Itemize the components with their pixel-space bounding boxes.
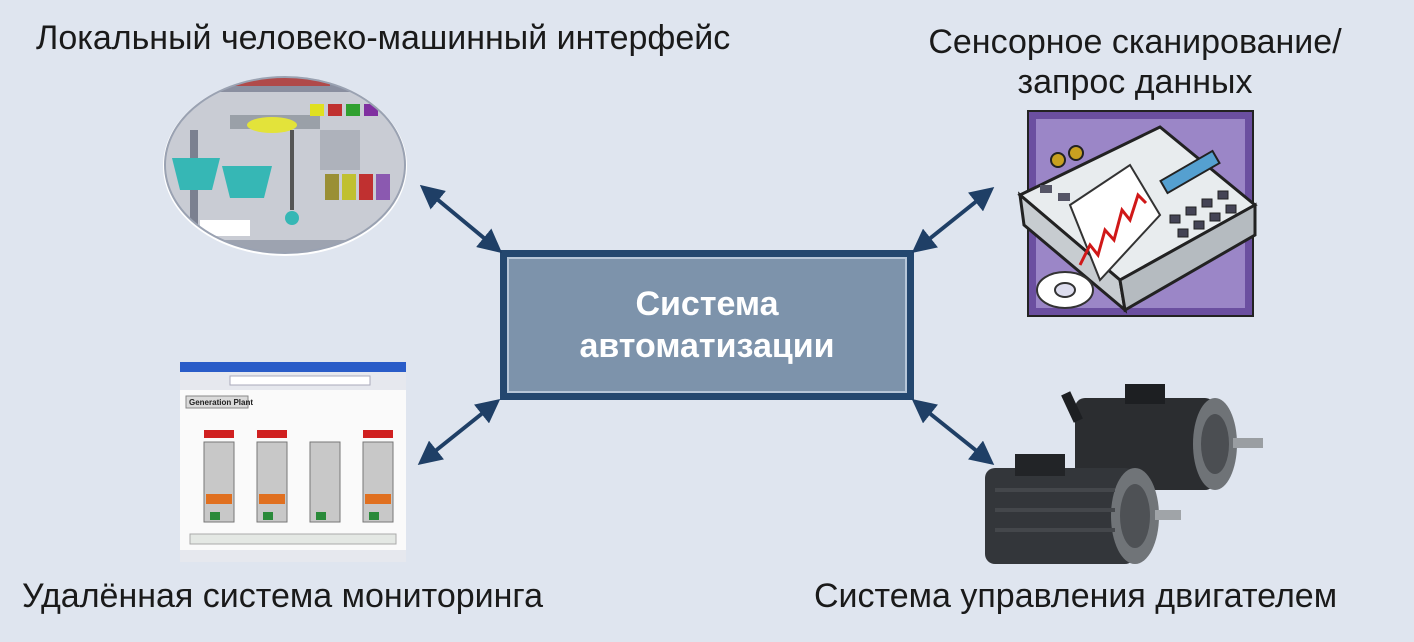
electric-motors-illustration bbox=[985, 384, 1263, 564]
arrow-hmi bbox=[419, 184, 503, 254]
automation-system-title: Система автоматизации bbox=[579, 285, 835, 365]
automation-system-box: Система автоматизации bbox=[500, 250, 914, 400]
window-heading: Generation Plant bbox=[189, 398, 253, 407]
arrow-motor bbox=[911, 399, 995, 465]
sensor-label: Сенсорное сканирование/ запрос данных bbox=[928, 23, 1342, 101]
hmi-label: Локальный человеко-машинный интерфейс bbox=[36, 19, 731, 57]
chart-recorder-illustration bbox=[1017, 110, 1258, 317]
remote-monitoring-label: Удалённая система мониторинга bbox=[22, 577, 543, 615]
arrow-remote bbox=[417, 399, 501, 465]
motor-control-label: Система управления двигателем bbox=[814, 577, 1338, 615]
arrow-sensor bbox=[911, 187, 995, 253]
hmi-screen-illustration bbox=[163, 76, 407, 256]
remote-monitoring-window-illustration: Generation Plant bbox=[180, 362, 406, 562]
